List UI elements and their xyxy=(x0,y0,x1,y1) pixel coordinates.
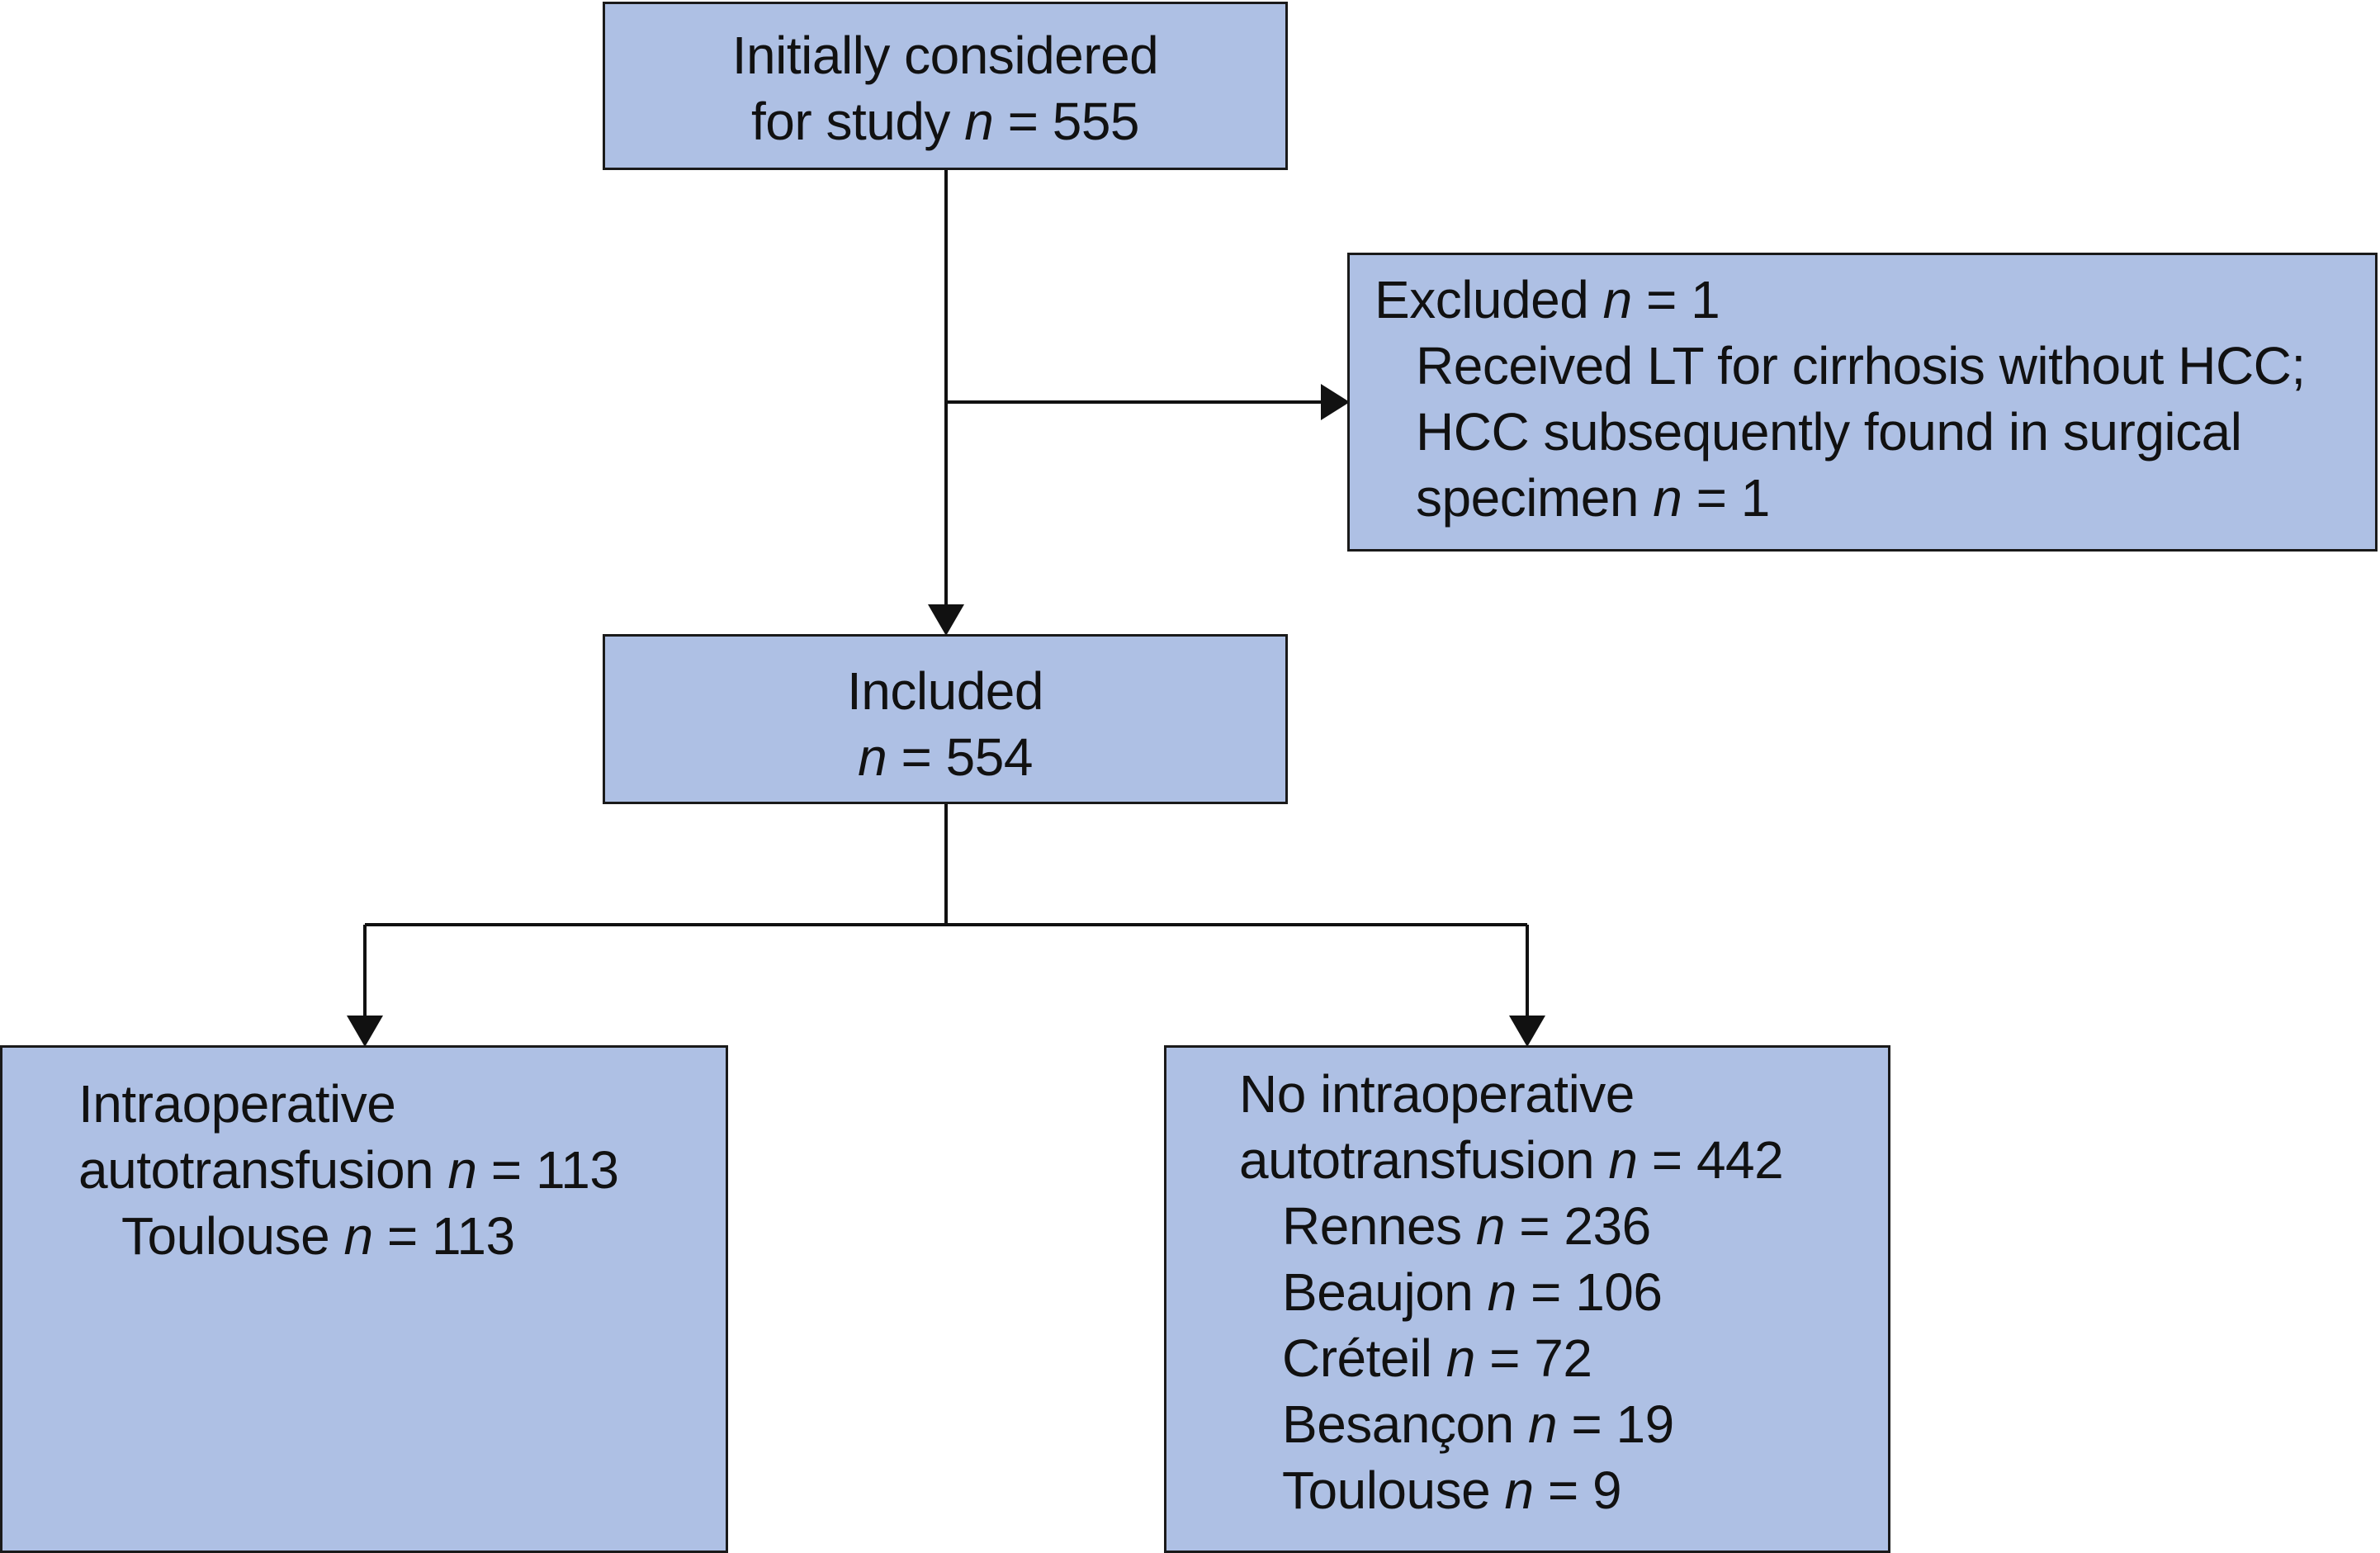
initial-count: = 555 xyxy=(993,92,1140,151)
excluded-count: = 1 xyxy=(1631,270,1720,329)
n-symbol: n xyxy=(1527,1394,1558,1454)
arrow-to-included xyxy=(928,604,964,636)
n-symbol: n xyxy=(1602,270,1633,329)
center-count: = 106 xyxy=(1516,1262,1663,1322)
n-symbol: n xyxy=(964,92,994,151)
center-row: Créteil n = 72 xyxy=(1282,1325,1592,1391)
center-row: Toulouse n = 9 xyxy=(1282,1457,1622,1523)
autotransfusion-count: = 113 xyxy=(476,1140,619,1200)
initial-label: for study xyxy=(750,92,965,151)
n-symbol: n xyxy=(1487,1262,1517,1322)
n-symbol: n xyxy=(447,1140,477,1200)
no-autotransfusion-line1: No intraoperative xyxy=(1239,1064,1635,1124)
excluded-reason-count: = 1 xyxy=(1682,468,1771,528)
center-name: Toulouse xyxy=(121,1206,344,1266)
center-name: Beaujon xyxy=(1282,1262,1488,1322)
included-line1: Included xyxy=(847,661,1043,721)
center-name: Besançon xyxy=(1282,1394,1528,1454)
center-name: Rennes xyxy=(1282,1196,1476,1256)
center-count: = 236 xyxy=(1504,1196,1651,1256)
excluded-reason-label: specimen xyxy=(1416,468,1654,528)
excluded-header: Excluded n = 1 xyxy=(1375,267,1720,333)
included-count: = 554 xyxy=(887,727,1033,787)
n-symbol: n xyxy=(858,727,887,787)
center-row: Toulouse n = 113 xyxy=(121,1203,515,1269)
no-autotransfusion-count: = 442 xyxy=(1637,1130,1784,1190)
excluded-reason-line3: specimen n = 1 xyxy=(1416,465,1770,531)
center-row: Rennes n = 236 xyxy=(1282,1193,1651,1259)
center-count: = 9 xyxy=(1533,1461,1622,1520)
n-symbol: n xyxy=(1446,1328,1476,1388)
arrow-to-no-autotransfusion xyxy=(1509,1016,1545,1047)
arrow-to-excluded xyxy=(1321,384,1350,420)
n-symbol: n xyxy=(1653,468,1682,528)
n-symbol: n xyxy=(1608,1130,1638,1190)
no-autotransfusion-label: autotransfusion xyxy=(1239,1130,1609,1190)
n-symbol: n xyxy=(1475,1196,1506,1256)
n-symbol: n xyxy=(1504,1461,1534,1520)
center-name: Créteil xyxy=(1282,1328,1446,1388)
center-count: = 113 xyxy=(372,1206,515,1266)
included-box: Included n = 554 xyxy=(603,634,1288,804)
center-row: Besançon n = 19 xyxy=(1282,1391,1674,1457)
excluded-reason-line1: Received LT for cirrhosis without HCC; xyxy=(1416,336,2306,395)
no-autotransfusion-box: No intraoperative autotransfusion n = 44… xyxy=(1164,1045,1890,1553)
initial-box: Initially considered for study n = 555 xyxy=(603,2,1288,170)
center-count: = 72 xyxy=(1474,1328,1592,1388)
autotransfusion-line2: autotransfusion n = 113 xyxy=(78,1137,619,1203)
included-line2: n = 554 xyxy=(605,724,1285,790)
excluded-label: Excluded xyxy=(1375,270,1603,329)
initial-line2: for study n = 555 xyxy=(605,88,1285,154)
center-count: = 19 xyxy=(1557,1394,1674,1454)
n-symbol: n xyxy=(343,1206,373,1266)
autotransfusion-line1: Intraoperative xyxy=(78,1074,396,1134)
excluded-box: Excluded n = 1 Received LT for cirrhosis… xyxy=(1347,253,2378,552)
excluded-reason-line2: HCC subsequently found in surgical xyxy=(1416,402,2242,462)
autotransfusion-label: autotransfusion xyxy=(78,1140,448,1200)
autotransfusion-box: Intraoperative autotransfusion n = 113 T… xyxy=(0,1045,728,1553)
center-row: Beaujon n = 106 xyxy=(1282,1259,1663,1325)
initial-line1: Initially considered xyxy=(731,26,1159,85)
no-autotransfusion-line2: autotransfusion n = 442 xyxy=(1239,1127,1784,1193)
center-name: Toulouse xyxy=(1282,1461,1505,1520)
arrow-to-autotransfusion xyxy=(347,1016,383,1047)
